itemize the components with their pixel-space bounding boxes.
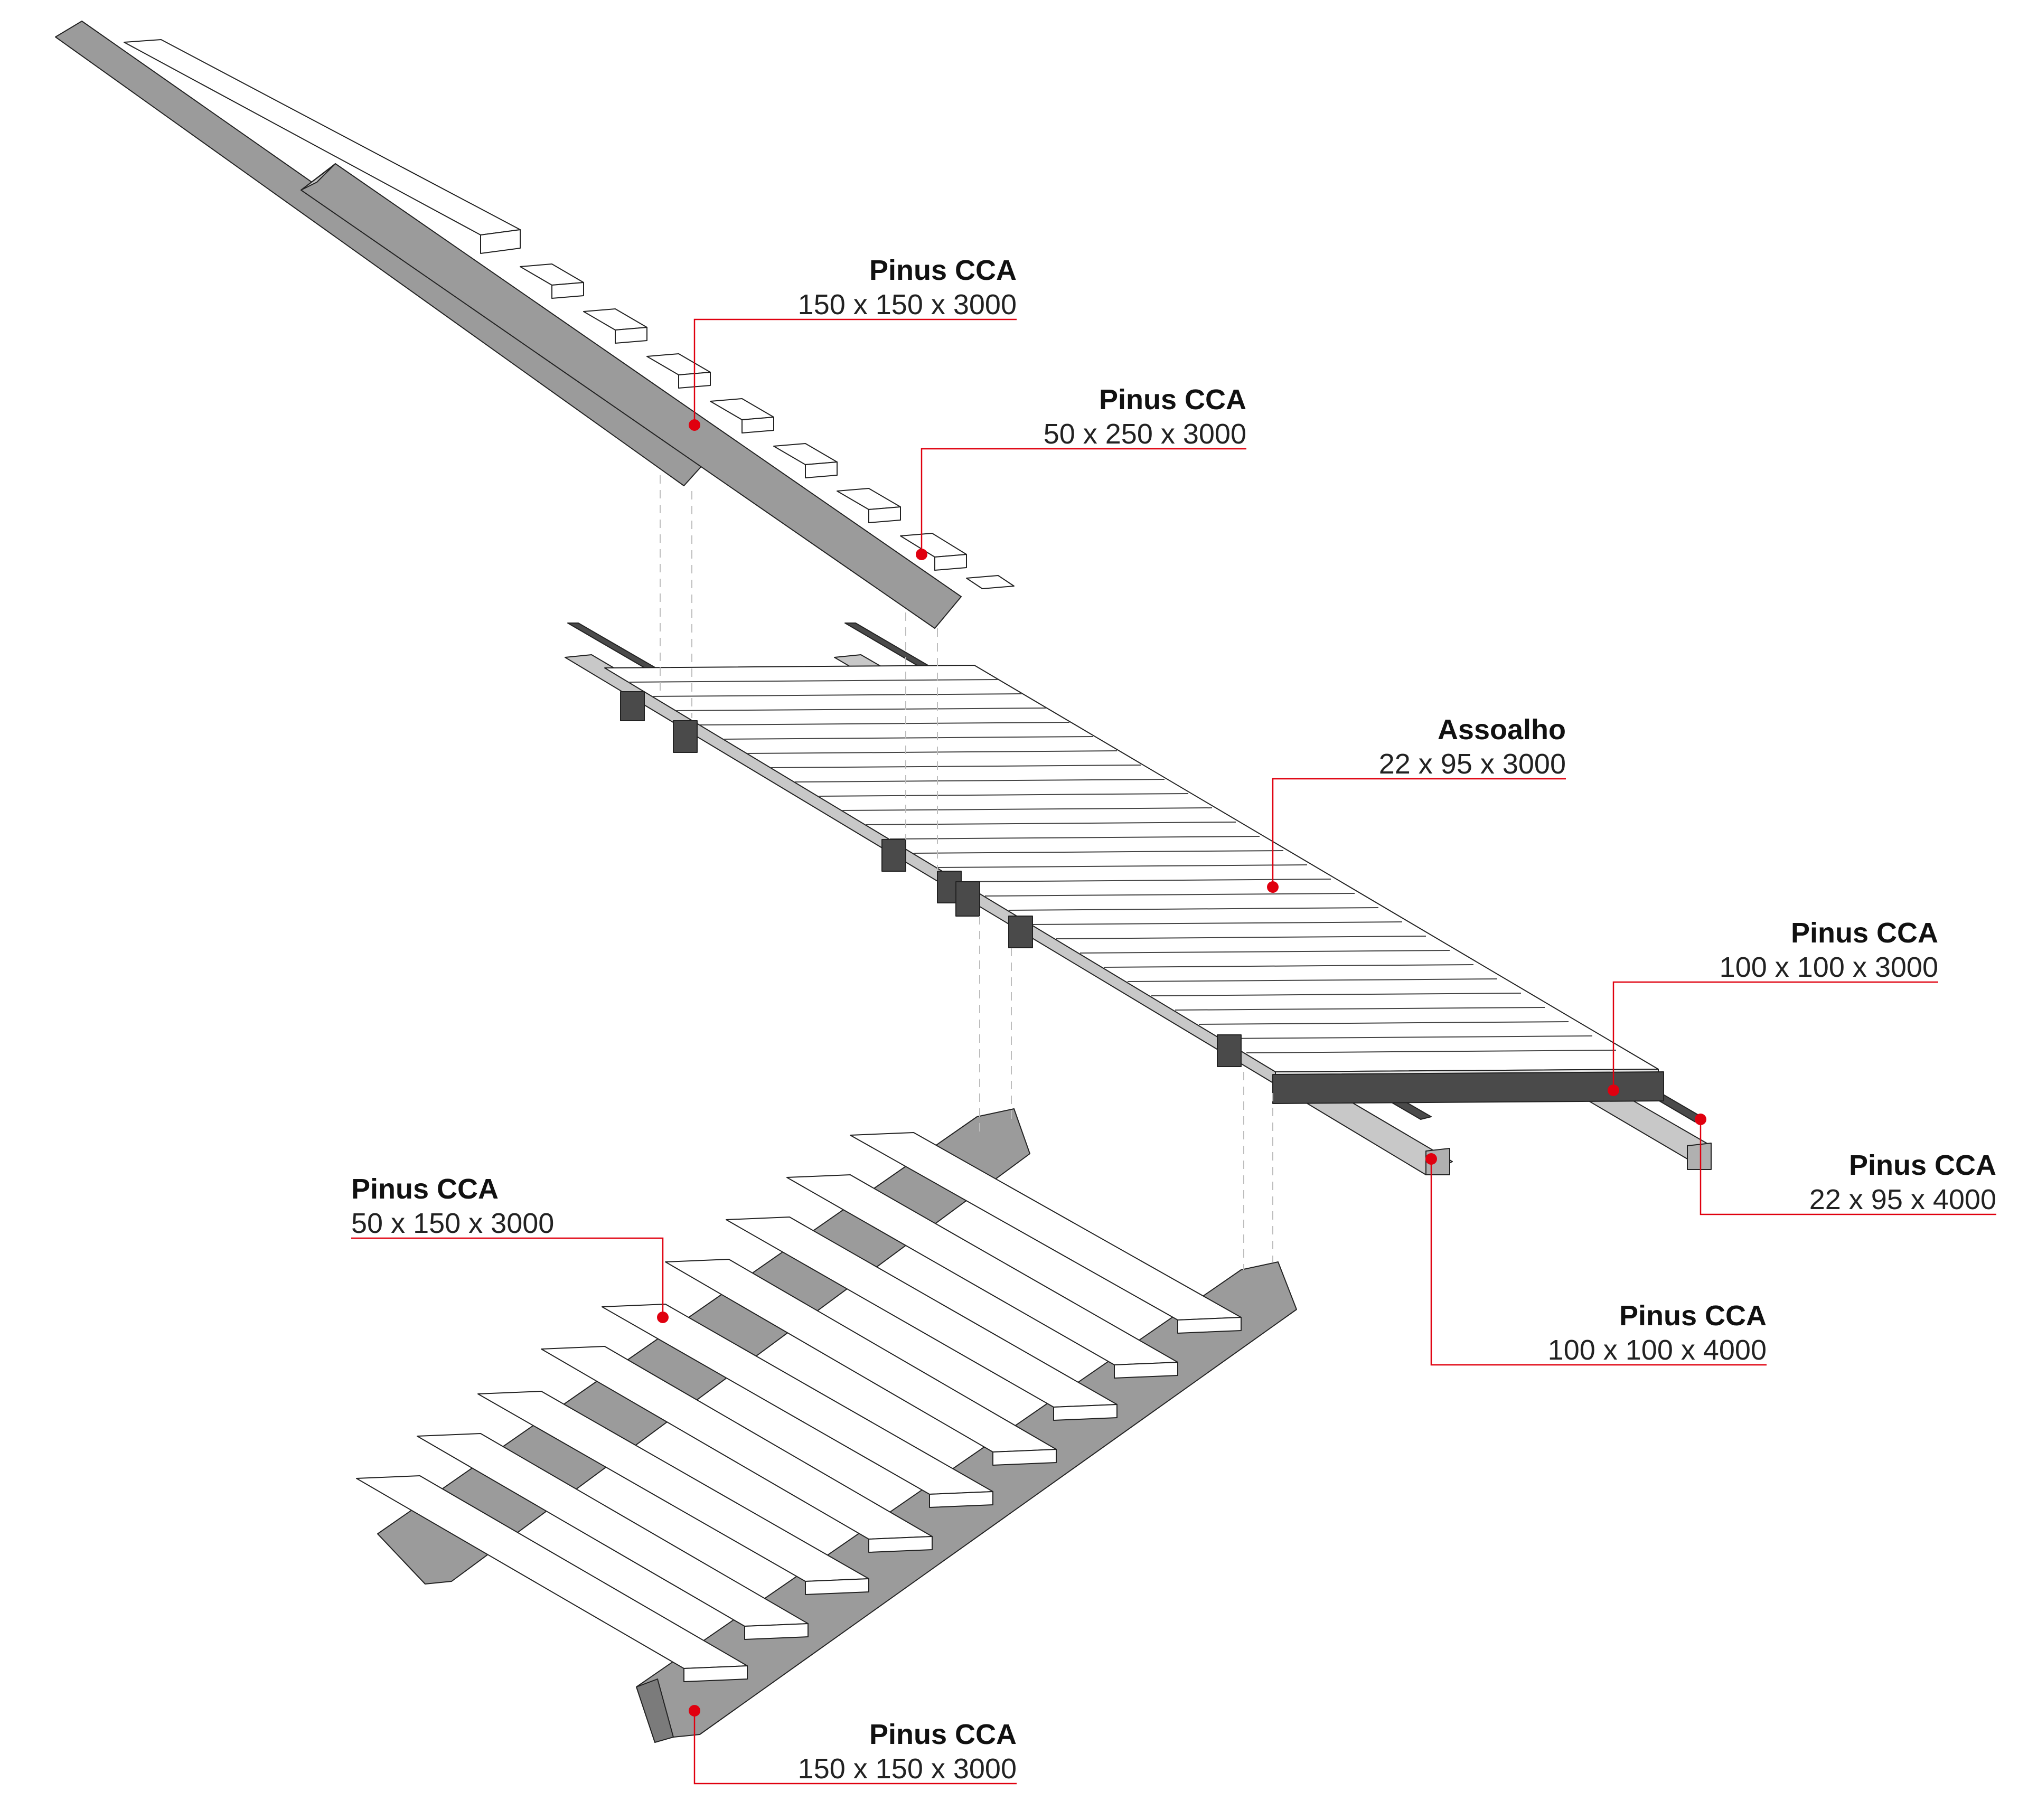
stair-tread (551, 282, 584, 299)
callout-dot (657, 1312, 669, 1323)
deck-beam-block (955, 881, 980, 917)
step-plank (1177, 1317, 1242, 1334)
callout-title: Assoalho (1438, 714, 1566, 746)
stair-tread (615, 327, 647, 344)
callout-dots (657, 419, 1706, 1717)
callout-labels: Pinus CCA 150 x 150 x 3000 Pinus CCA 50 … (351, 254, 1996, 1785)
stair-assembly (55, 21, 1015, 629)
callout-dims: 22 x 95 x 4000 (1809, 1184, 1996, 1215)
stair-stringer-back (55, 21, 708, 486)
step-beam-front-end (636, 1678, 674, 1743)
stair-tread (646, 353, 711, 375)
step-plank (992, 1449, 1057, 1466)
callout-dot (1608, 1085, 1619, 1096)
alignment-guides (660, 475, 1273, 1270)
callout-title: Pinus CCA (869, 1719, 1017, 1750)
callout-dot (1695, 1114, 1706, 1125)
stair-tread (934, 554, 967, 571)
callout-dims: 22 x 95 x 3000 (1379, 748, 1566, 780)
stair-stringer-top-face (301, 163, 336, 191)
deck-beam-block (1008, 916, 1033, 948)
stair-tread (900, 533, 967, 558)
step-plank (683, 1665, 748, 1682)
stair-tread (583, 308, 647, 331)
callout-dot (1267, 881, 1279, 893)
step-assembly (356, 1108, 1297, 1743)
callout-title: Pinus CCA (1791, 917, 1938, 949)
stair-tread (480, 229, 521, 254)
callout-dims: 50 x 150 x 3000 (351, 1208, 554, 1239)
stair-tread (710, 398, 774, 420)
stair-tread (520, 263, 584, 286)
callout-dims: 150 x 150 x 3000 (798, 289, 1017, 320)
deck-beam-block (620, 691, 645, 721)
stair-tread (805, 461, 838, 478)
stair-tread (837, 488, 901, 510)
callout-dims: 100 x 100 x 3000 (1720, 951, 1938, 983)
step-plank (1114, 1362, 1178, 1379)
callout-dot (916, 549, 927, 560)
deck-beam-block (1217, 1034, 1242, 1067)
deck-beam-blocks (620, 691, 1664, 1104)
callout-title: Pinus CCA (1849, 1149, 1996, 1181)
deck-assembly (565, 623, 1712, 1175)
step-planks (356, 1132, 1242, 1682)
stair-tread (868, 506, 901, 523)
callout-title: Pinus CCA (1099, 384, 1246, 416)
stair-tread (773, 443, 838, 465)
step-plank (805, 1578, 869, 1595)
step-plank (868, 1536, 933, 1553)
deck-joist-end (1687, 1143, 1712, 1170)
leaders (351, 318, 1996, 1785)
step-plank (929, 1491, 993, 1508)
callout-title: Pinus CCA (869, 254, 1017, 286)
stair-tread (741, 417, 774, 433)
stair-treads (124, 39, 1015, 589)
deck-floor-lines (628, 679, 1617, 1053)
callout-dot (689, 419, 700, 431)
step-plank (1053, 1404, 1118, 1421)
deck-beam (1272, 1071, 1664, 1104)
step-plank (744, 1623, 809, 1640)
deck-beam-block (673, 720, 698, 753)
deck-beam-block (881, 839, 906, 872)
stair-tread (966, 575, 1015, 589)
callout-dot (689, 1705, 700, 1717)
callout-dims: 100 x 100 x 4000 (1548, 1334, 1767, 1366)
callout-dims: 50 x 250 x 3000 (1044, 418, 1246, 450)
callout-dot (1425, 1153, 1437, 1165)
callout-title: Pinus CCA (351, 1173, 499, 1205)
callout-title: Pinus CCA (1619, 1300, 1767, 1332)
callout-dims: 150 x 150 x 3000 (798, 1753, 1017, 1785)
stair-stringer-front (301, 163, 962, 629)
